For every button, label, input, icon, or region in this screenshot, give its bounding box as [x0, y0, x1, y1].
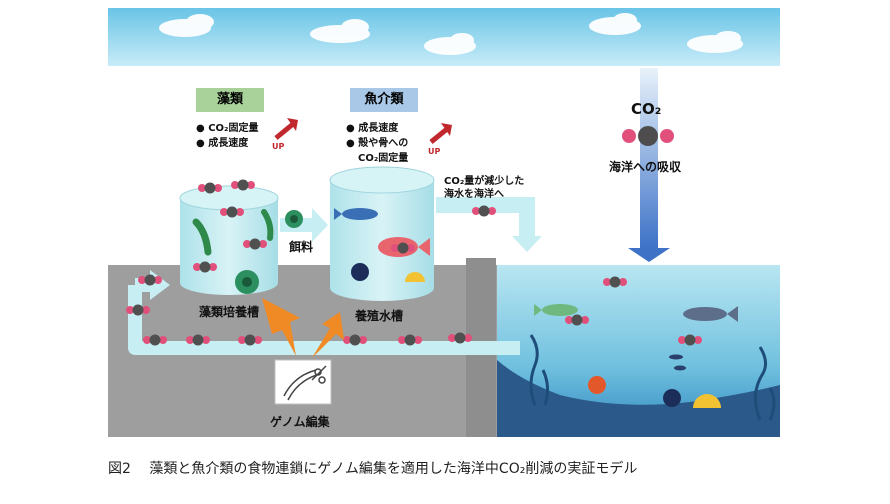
- up-arrow-2: [429, 123, 452, 144]
- reduced-co2-label: CO₂量が減少した 海水を海洋へ: [444, 176, 525, 200]
- genome-label: ゲノム編集: [270, 415, 330, 429]
- seaweed: [529, 334, 776, 421]
- up-label-1: UP: [272, 142, 285, 151]
- ocean-absorb-label: 海洋への吸収: [609, 160, 682, 174]
- algae-tank-label: 藻類培養槽: [199, 305, 260, 319]
- up-arrow-1: [274, 118, 298, 140]
- fish-label-box: 魚介類: [350, 88, 418, 112]
- outflow-arrow: [436, 197, 535, 240]
- sky-band: [108, 8, 780, 66]
- feed-arrow: [280, 208, 328, 242]
- up-label-2: UP: [428, 147, 441, 156]
- feed-label: 餌料: [289, 240, 314, 254]
- genome-arrows: [262, 298, 344, 358]
- ocean-creatures: [534, 304, 738, 408]
- algae-label-box: 藻類: [196, 88, 264, 112]
- co2-label: CO₂: [631, 100, 662, 118]
- co2-molecule-big: [622, 126, 674, 146]
- fish-bullets: ● 成長速度 ● 殻や骨への CO₂固定量: [346, 123, 409, 164]
- seabed: [497, 360, 780, 437]
- absorb-arrow-head: [628, 248, 670, 262]
- fish-tank-label: 養殖水槽: [355, 309, 404, 323]
- algae-cells: [192, 209, 274, 294]
- absorb-arrow-shaft: [640, 68, 658, 248]
- figure-caption: 図2 藻類と魚介類の食物連鎖にゲノム編集を適用した海洋中CO₂削減の実証モデル: [108, 461, 638, 477]
- clouds: [159, 13, 743, 55]
- scissors-icon: [311, 365, 327, 384]
- algae-bullets: ● CO₂固定量 ● 成長速度: [196, 123, 259, 149]
